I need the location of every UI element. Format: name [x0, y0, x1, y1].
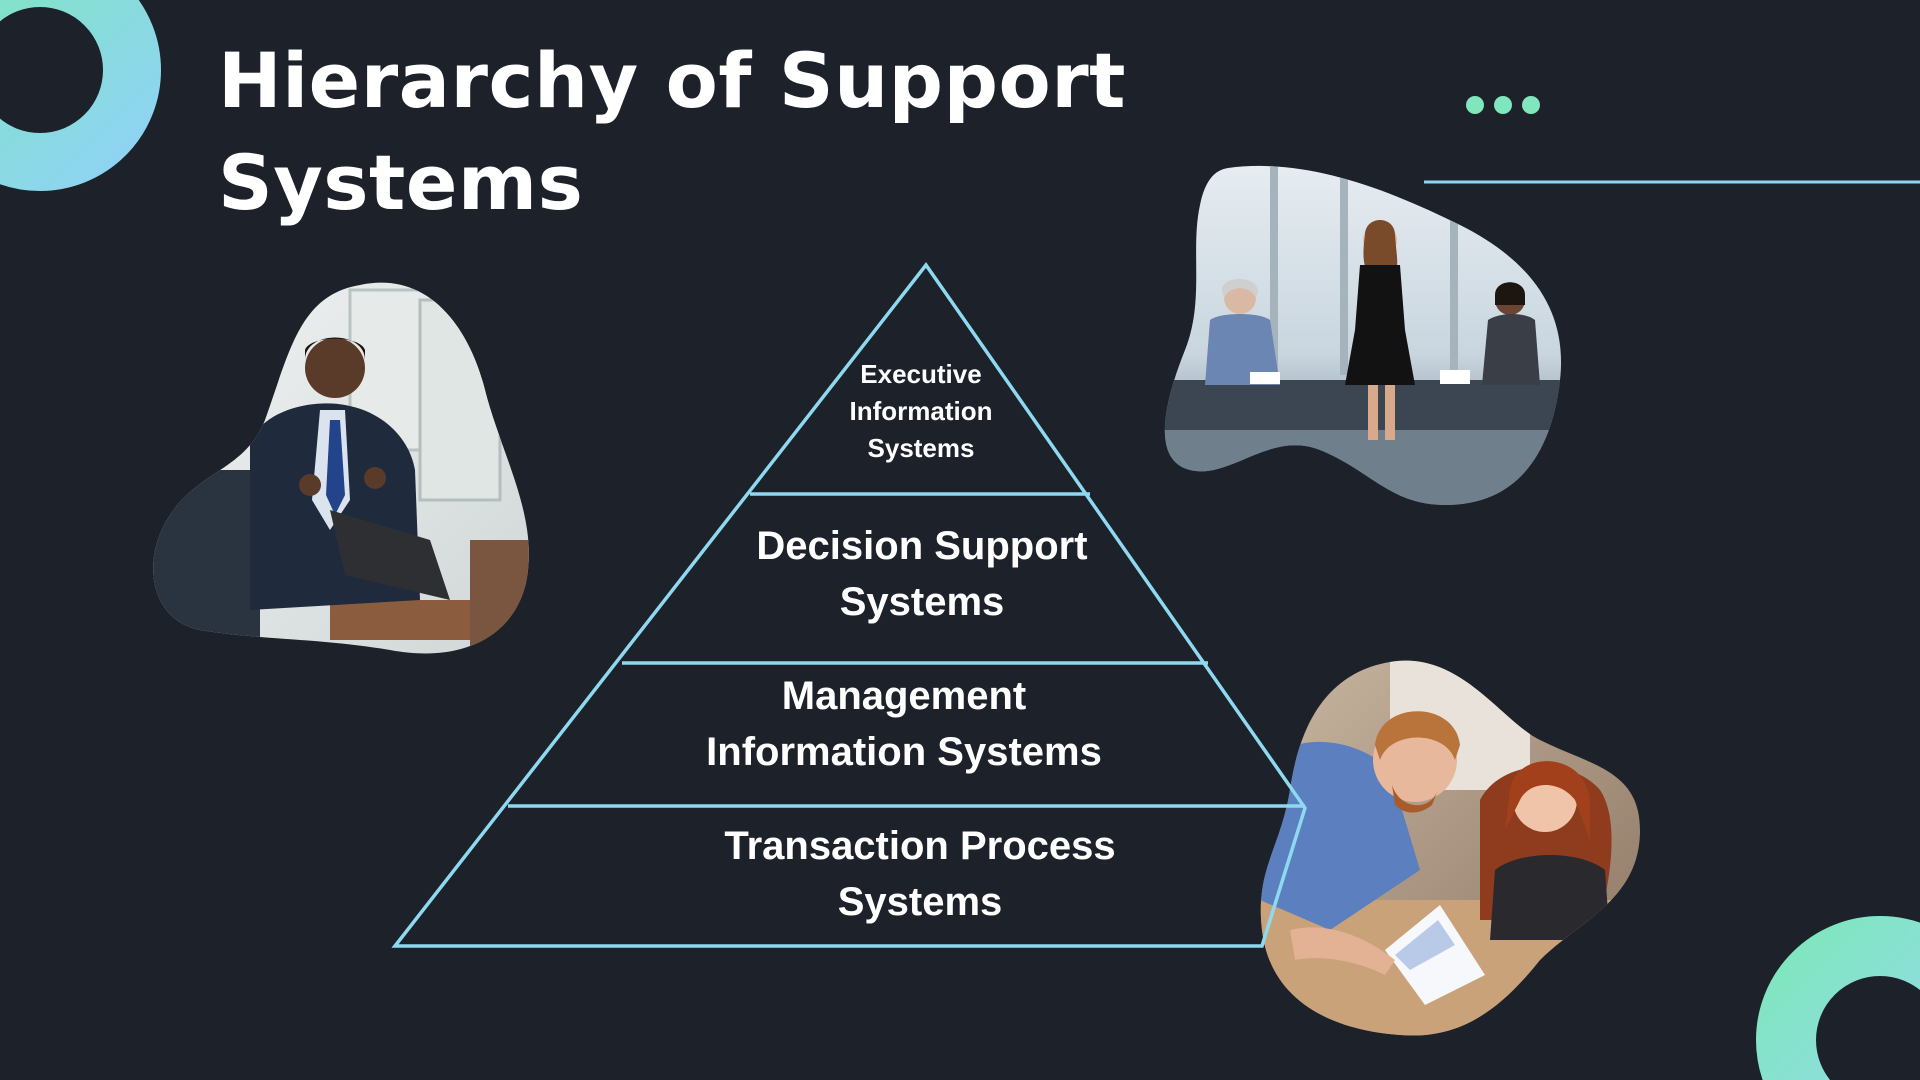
pyramid-outline	[391, 262, 1307, 948]
boardroom-meeting-photo	[1164, 165, 1562, 505]
presenter-photo	[153, 282, 529, 654]
level-label-line: Transaction Process	[724, 824, 1116, 868]
level-label-line: Information Systems	[706, 730, 1102, 774]
level-label-line: Systems	[867, 433, 975, 463]
pyramid-level-decision-support-systems: Decision Support Systems	[712, 518, 1132, 630]
colleagues-reviewing-documents-photo	[1260, 660, 1640, 1036]
slide-title-line-1: Hierarchy of Support	[218, 36, 1127, 125]
dot	[1466, 96, 1484, 114]
level-label-line: Management	[781, 674, 1027, 718]
level-label-line: Systems	[839, 580, 1005, 624]
level-label-line: Executive	[860, 359, 982, 389]
pyramid-level-management-information-systems: Management Information Systems	[660, 668, 1148, 780]
slide-title: Hierarchy of Support Systems	[218, 30, 1218, 234]
level-label-line: Decision Support	[756, 524, 1088, 568]
dot	[1494, 96, 1512, 114]
pyramid-level-executive-information-systems: Executive Information Systems	[820, 356, 1022, 467]
pyramid-level-transaction-process-systems: Transaction Process Systems	[660, 818, 1180, 930]
more-dots-icon	[1466, 96, 1540, 114]
level-label-line: Information	[849, 396, 993, 426]
hierarchy-pyramid	[391, 262, 1307, 948]
decor-ring-bottom-right	[1756, 916, 1920, 1080]
slide-title-line-2: Systems	[218, 138, 584, 227]
decor-ring-top-left	[0, 0, 161, 191]
dot	[1522, 96, 1540, 114]
level-label-line: Systems	[837, 880, 1003, 924]
